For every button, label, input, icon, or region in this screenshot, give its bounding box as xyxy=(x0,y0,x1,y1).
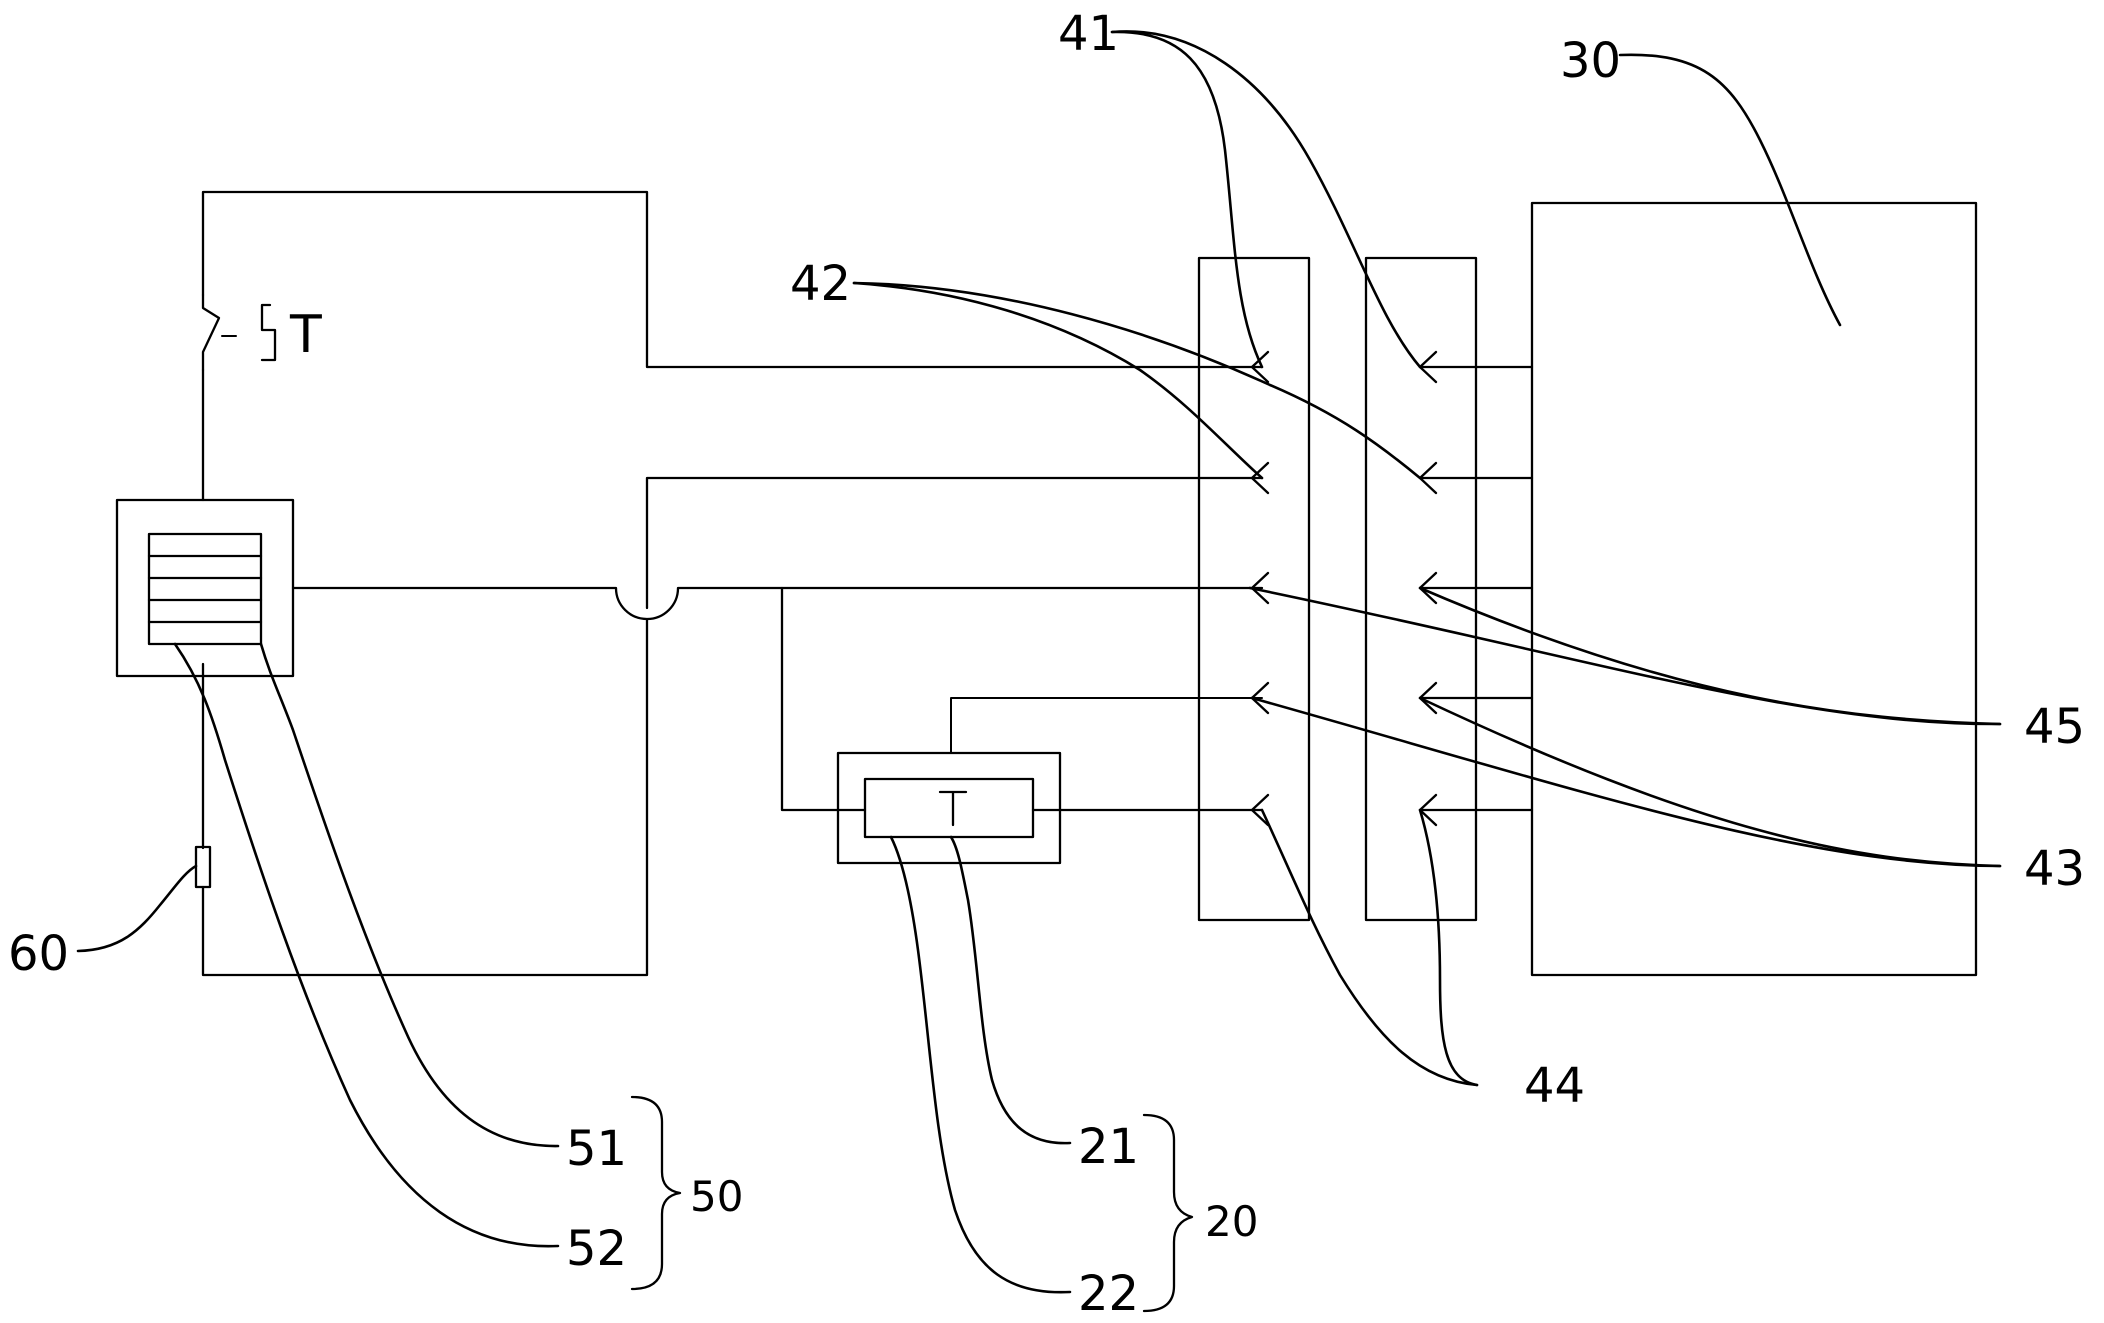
leader-45-a xyxy=(1248,586,2002,726)
component-50-plate-lines xyxy=(147,554,263,624)
leader-43-b xyxy=(1418,696,2002,868)
connector-block-right xyxy=(1364,256,1534,922)
leader-44-b xyxy=(1418,808,1479,1087)
leader-22 xyxy=(889,835,1072,1294)
label-45: 45 xyxy=(2024,699,2085,755)
label-41: 41 xyxy=(1058,6,1119,62)
brace-50 xyxy=(630,1095,682,1291)
leader-30 xyxy=(1618,53,1842,327)
component-50-outer-box xyxy=(115,498,295,678)
leader-52 xyxy=(173,642,560,1248)
component-20-inner-box xyxy=(863,777,1035,839)
connector-block-left-body xyxy=(1197,256,1311,922)
leader-44-a xyxy=(1260,808,1479,1087)
wire-3-crossing xyxy=(291,586,1264,621)
label-52: 52 xyxy=(566,1221,627,1277)
braces xyxy=(630,1095,1194,1313)
switch-mark: T xyxy=(289,305,322,365)
brace-20 xyxy=(1142,1113,1194,1313)
wire-to-terminal-4 xyxy=(950,697,1263,754)
reference-labels: 41 30 42 45 43 60 44 51 50 52 21 20 22 xyxy=(8,6,2085,1322)
leader-43-a xyxy=(1250,696,2002,868)
component-20-outer-box xyxy=(836,751,1062,865)
fuse-body xyxy=(194,845,212,889)
wire-2 xyxy=(645,476,1264,610)
label-30: 30 xyxy=(1560,33,1621,89)
leader-41-a xyxy=(1110,30,1264,369)
label-20: 20 xyxy=(1205,1197,1258,1246)
component-50-inner-stack xyxy=(147,532,263,646)
connector-right-wires xyxy=(1418,365,1534,812)
loop-top-wire xyxy=(201,190,1264,369)
leader-42-b xyxy=(852,281,1422,480)
leader-60 xyxy=(76,864,198,953)
branch-wire xyxy=(780,586,867,812)
label-50: 50 xyxy=(690,1172,743,1221)
label-21: 21 xyxy=(1078,1119,1139,1175)
loop-right-lower xyxy=(201,618,649,977)
leader-lines xyxy=(76,30,2002,1294)
component-50 xyxy=(115,498,295,678)
leader-21 xyxy=(949,835,1072,1145)
left-circuit xyxy=(201,190,1264,977)
fuse-60 xyxy=(194,845,212,889)
switch-thermal-symbol xyxy=(260,303,277,362)
label-42: 42 xyxy=(790,256,851,312)
switch-symbol: T xyxy=(201,293,322,372)
label-60: 60 xyxy=(8,926,69,982)
component-20 xyxy=(780,586,1264,865)
leader-45-b xyxy=(1418,586,2002,726)
leader-42-a xyxy=(852,281,1264,480)
label-51: 51 xyxy=(566,1121,627,1177)
block-30 xyxy=(1530,201,1978,977)
leader-41-b xyxy=(1110,30,1422,369)
label-22: 22 xyxy=(1078,1266,1139,1322)
thermostat-symbol xyxy=(938,790,968,827)
leader-51 xyxy=(259,642,560,1148)
label-44: 44 xyxy=(1524,1058,1585,1114)
label-43: 43 xyxy=(2024,841,2085,897)
switch-blade xyxy=(201,293,221,372)
